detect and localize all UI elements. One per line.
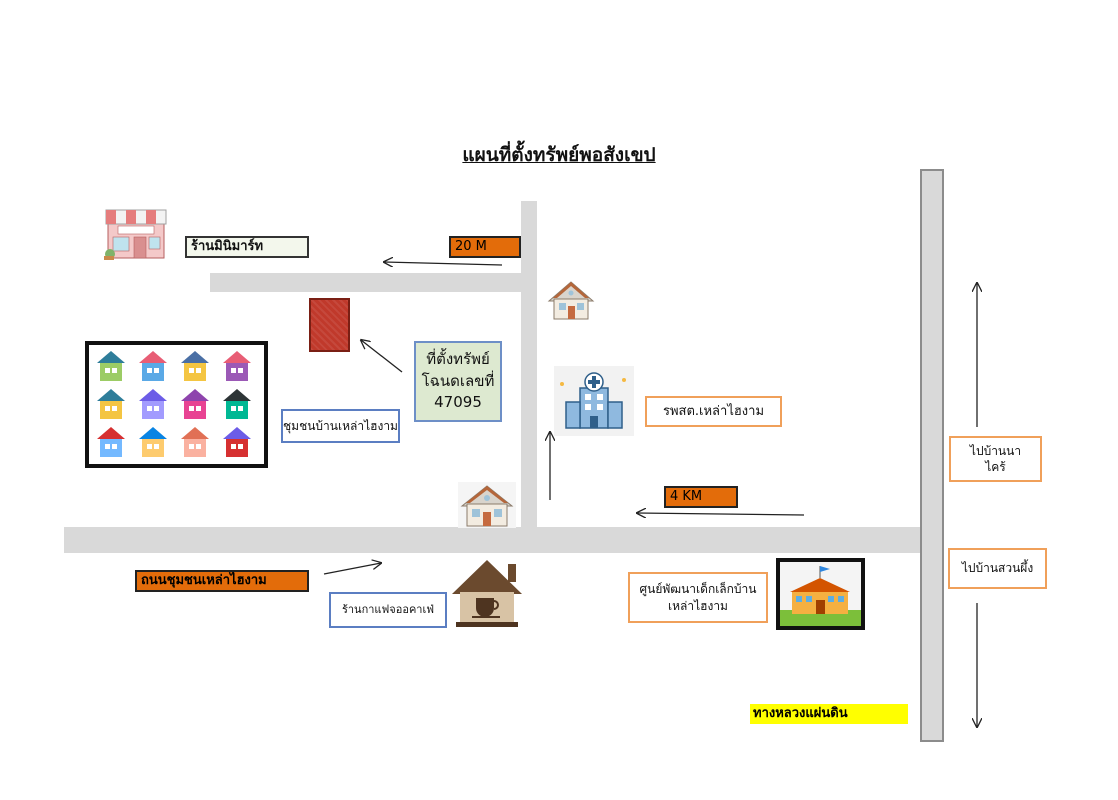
- community-label: ชุมชนบ้านเหล่าไฮงาม: [281, 409, 400, 443]
- child-center-label: ศูนย์พัฒนาเด็กเล็กบ้าน เหล่าไฮงาม: [628, 572, 768, 623]
- road-name-tag: ถนนชุมชนเหล่าไฮงาม: [135, 570, 309, 592]
- highway-road: [920, 169, 944, 742]
- distance-tag-20m: 20 M: [449, 236, 521, 258]
- road-top-horizontal: [210, 273, 536, 292]
- coffee-shop-icon: [452, 560, 522, 627]
- property-deed-box: ที่ตั้งทรัพย์ โฉนดเลขที่ 47095: [414, 341, 502, 422]
- minimart-icon: [104, 209, 167, 260]
- arrow-to-minimart: [384, 262, 503, 265]
- school-picture: [776, 558, 865, 630]
- highway-tag: ทางหลวงแผ่นดิน: [750, 704, 908, 724]
- coffee-shop-label: ร้านกาแฟจออคาเฟ่: [329, 592, 447, 628]
- houses-collage-art: [97, 351, 251, 457]
- deed-line-1: ที่ตั้งทรัพย์: [426, 349, 490, 368]
- houses-collage: [85, 341, 268, 468]
- property-lot: [309, 298, 350, 352]
- hospital-label: รพสต.เหล่าไฮงาม: [645, 396, 782, 427]
- house-icon: [547, 281, 595, 320]
- road-vertical-center: [521, 201, 537, 527]
- to-ban-na-krai-label: ไปบ้านนา ไคร้: [949, 436, 1042, 482]
- arrow-4km: [637, 513, 805, 515]
- map-title: แผนที่ตั้งทรัพย์พอสังเขป: [462, 144, 656, 166]
- minimart-label: ร้านมินิมาร์ท: [185, 236, 309, 258]
- distance-tag-4km: 4 KM: [664, 486, 738, 508]
- hospital-icon: [554, 366, 634, 436]
- to-ban-na-krai-line-1: ไปบ้านนา: [969, 443, 1022, 458]
- arrow-road-name: [323, 563, 381, 575]
- house-icon: [458, 482, 516, 528]
- road-main-horizontal: [64, 527, 920, 553]
- deed-line-2: โฉนดเลขที่: [421, 371, 495, 390]
- to-ban-suan-phueng-label: ไปบ้านสวนผึ้ง: [948, 548, 1047, 589]
- to-ban-na-krai-line-2: ไคร้: [985, 460, 1006, 474]
- school-icon: [780, 562, 861, 626]
- arrow-to-lot: [361, 340, 403, 373]
- child-center-line-2: เหล่าไฮงาม: [668, 598, 728, 613]
- child-center-line-1: ศูนย์พัฒนาเด็กเล็กบ้าน: [639, 582, 757, 597]
- deed-line-3: 47095: [434, 393, 482, 412]
